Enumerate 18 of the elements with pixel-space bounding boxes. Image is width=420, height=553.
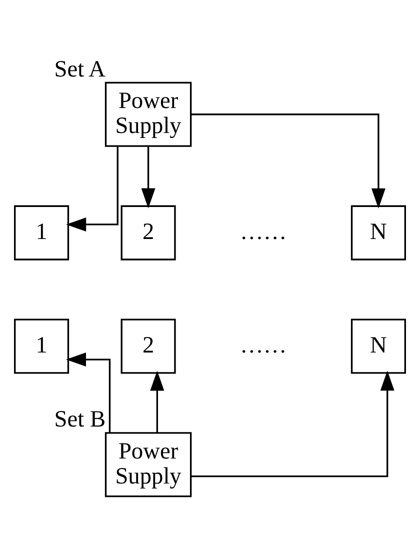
node-box: Power Supply [104,432,192,497]
node-box: N [350,204,406,260]
node-box: Power Supply [104,81,192,146]
arrow [66,352,111,432]
label: …… [240,218,287,244]
label: …… [240,332,287,358]
arrow [191,113,386,208]
node-box: 1 [14,318,70,374]
node-box: N [350,318,406,374]
arrow [191,370,394,477]
node-label: Set A [54,56,106,82]
arrow [66,146,118,231]
node-box: 1 [14,204,70,260]
node-label: Set B [54,406,106,432]
arrow [141,146,156,208]
node-box: 2 [120,204,176,260]
node-box: 2 [120,318,176,374]
arrow [150,370,164,432]
